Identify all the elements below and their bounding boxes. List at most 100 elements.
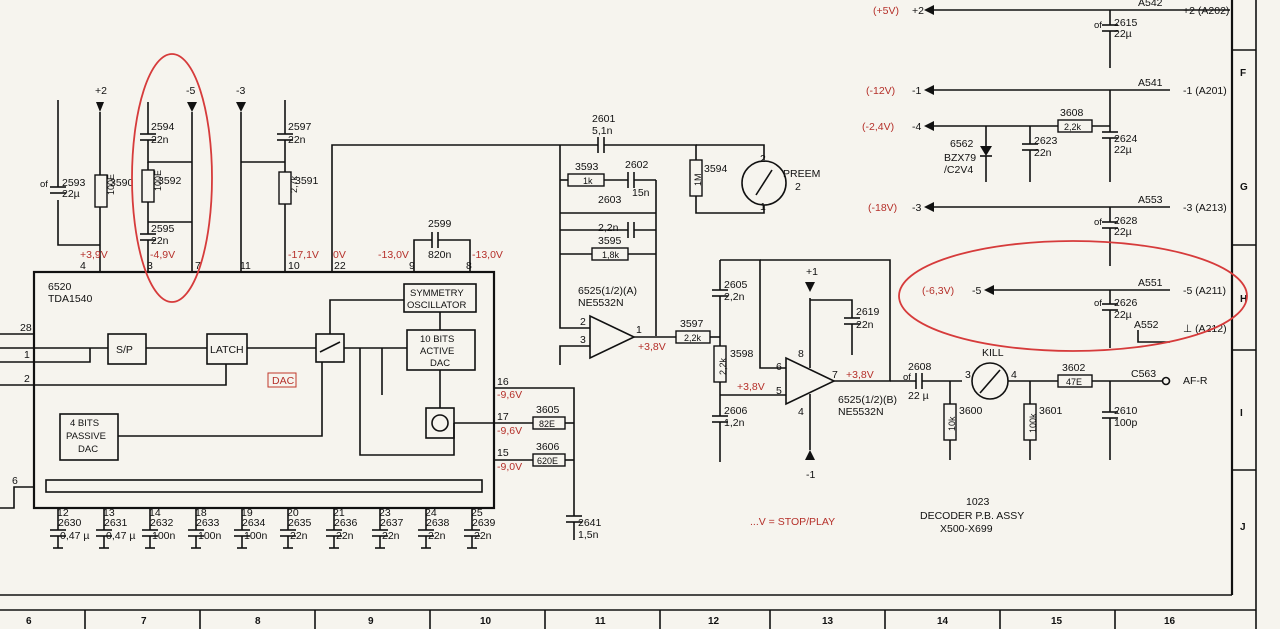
v-pin10: -17,1V (288, 249, 319, 261)
v-pin8: -13,0V (472, 249, 503, 261)
r3608-ref: 3608 (1060, 107, 1084, 119)
r3595-ref: 3595 (598, 235, 622, 247)
bits4-1: 4 BITS (70, 418, 99, 429)
c2601-ref: 2601 (592, 113, 616, 125)
c2603-value: 2,2n (598, 222, 619, 234)
r3590-value: 100E (106, 174, 116, 195)
c2595-ref: 2595 (151, 223, 175, 235)
c2623-ref: 2623 (1034, 135, 1058, 147)
active-dac-block (406, 329, 476, 371)
bottom-cap-value: 22n (382, 530, 400, 542)
sym-label-1: SYMMETRY (410, 288, 464, 299)
c2593-of: of (40, 179, 48, 190)
pin-17: 17 (497, 411, 509, 423)
bottom-cap-ref: 2637 (380, 517, 404, 529)
bits10-2: ACTIVE (420, 346, 454, 357)
pin-2: 2 (24, 373, 30, 385)
c2602-value: 15n (632, 187, 650, 199)
out-a202: +2 (A202) (1183, 5, 1229, 17)
supply-24v: (-2,4V) (862, 121, 894, 133)
r3593-ref: 3593 (575, 161, 599, 173)
c2599-value: 820n (428, 249, 452, 261)
d6562-part2: /C2V4 (944, 164, 973, 176)
pin-16: 16 (497, 376, 509, 388)
v-pin4: +3,9V (80, 249, 108, 261)
assy-name: DECODER P.B. ASSY (920, 510, 1024, 522)
kill-pin3: 3 (965, 369, 971, 381)
opamp-b-pin5: 5 (776, 385, 782, 397)
pin-25: 25 (471, 507, 483, 519)
supply-63v: (-6,3V) (922, 285, 954, 297)
grid-row-J: J (1240, 522, 1246, 533)
r3594-ref: 3594 (704, 163, 728, 175)
pin-14: 14 (149, 507, 161, 519)
pin-23: 23 (379, 507, 391, 519)
pin-21: 21 (333, 507, 345, 519)
current-source-block (425, 407, 455, 439)
pin-18: 18 (195, 507, 207, 519)
grid-col-6: 6 (26, 616, 32, 627)
pin-15: 15 (497, 447, 509, 459)
pin-8: 8 (466, 260, 472, 272)
v-opamp-b: +3,8V (846, 369, 874, 381)
r3597-ref: 3597 (680, 318, 704, 330)
c2619-value: 22n (856, 319, 874, 331)
c563-label: C563 (1131, 368, 1156, 380)
bottom-cap-value: 22n (290, 530, 308, 542)
supply-minus1-right: -1 (912, 85, 921, 97)
preem-num: 2 (795, 181, 801, 193)
opamp-a-pin1: 1 (636, 324, 642, 336)
supply-5v: (+5V) (873, 5, 899, 17)
v-pin22: 0V (333, 249, 346, 261)
supply-minus3-right: -3 (912, 202, 921, 214)
dac-stamp (267, 372, 297, 388)
c2626-ref: 2626 (1114, 297, 1138, 309)
c2594-ref: 2594 (151, 121, 175, 133)
afr-label: AF-R (1183, 375, 1208, 387)
grid-col-9: 9 (368, 616, 374, 627)
grid-row-H: H (1240, 294, 1247, 305)
r3602-ref: 3602 (1062, 362, 1086, 374)
pin-22: 22 (334, 260, 346, 272)
r3597-value: 2,2k (684, 333, 702, 343)
bottom-cap-value: 0,47 µ (60, 530, 89, 542)
opamp-a-pin3: 3 (580, 334, 586, 346)
a542: A542 (1138, 0, 1163, 9)
pin-10: 10 (288, 260, 300, 272)
c2628-ref: 2628 (1114, 215, 1138, 227)
opamp-a-part: NE5532N (578, 297, 624, 309)
r3591-ref: 3591 (295, 175, 319, 187)
highlight-ellipse-right (898, 240, 1248, 352)
bottom-cap-value: 0,47 µ (106, 530, 135, 542)
v-pin17: -9,6V (497, 425, 522, 437)
c2603-ref: 2603 (598, 194, 622, 206)
c2624-value: 22µ (1114, 144, 1132, 156)
bottom-cap-value: 22n (336, 530, 354, 542)
grid-column-ticks (84, 49, 1256, 629)
r3606-value: 620E (537, 456, 558, 466)
c2626-of: of (1094, 298, 1102, 309)
pin-19: 19 (241, 507, 253, 519)
opamp-b-pin6: 6 (776, 361, 782, 373)
opamp-b-part: NE5532N (838, 406, 884, 418)
bottom-cap-value: 100n (244, 530, 268, 542)
r3606-ref: 3606 (536, 441, 560, 453)
pin-11: 11 (240, 260, 251, 272)
c2605-ref: 2605 (724, 279, 748, 291)
opamp-a-ref: 6525(1/2)(A) (578, 285, 637, 297)
bottom-cap-value: 22n (474, 530, 492, 542)
pin-4: 4 (80, 260, 86, 272)
v-pin16: -9,6V (497, 389, 522, 401)
r3598-ref: 3598 (730, 348, 754, 360)
c2593-value: 22µ (62, 188, 80, 200)
pin-28: 28 (20, 322, 32, 334)
supply-12v: (-12V) (866, 85, 895, 97)
grid-row-F: F (1240, 68, 1246, 79)
r3608-value: 2,2k (1064, 122, 1082, 132)
opamp-b (785, 356, 836, 406)
latch-block (206, 333, 248, 365)
r3592-ref: 3592 (158, 175, 182, 187)
r3595-value: 1,8k (602, 250, 620, 260)
grid-col-12: 12 (708, 616, 720, 627)
latch-label: LATCH (210, 344, 244, 356)
